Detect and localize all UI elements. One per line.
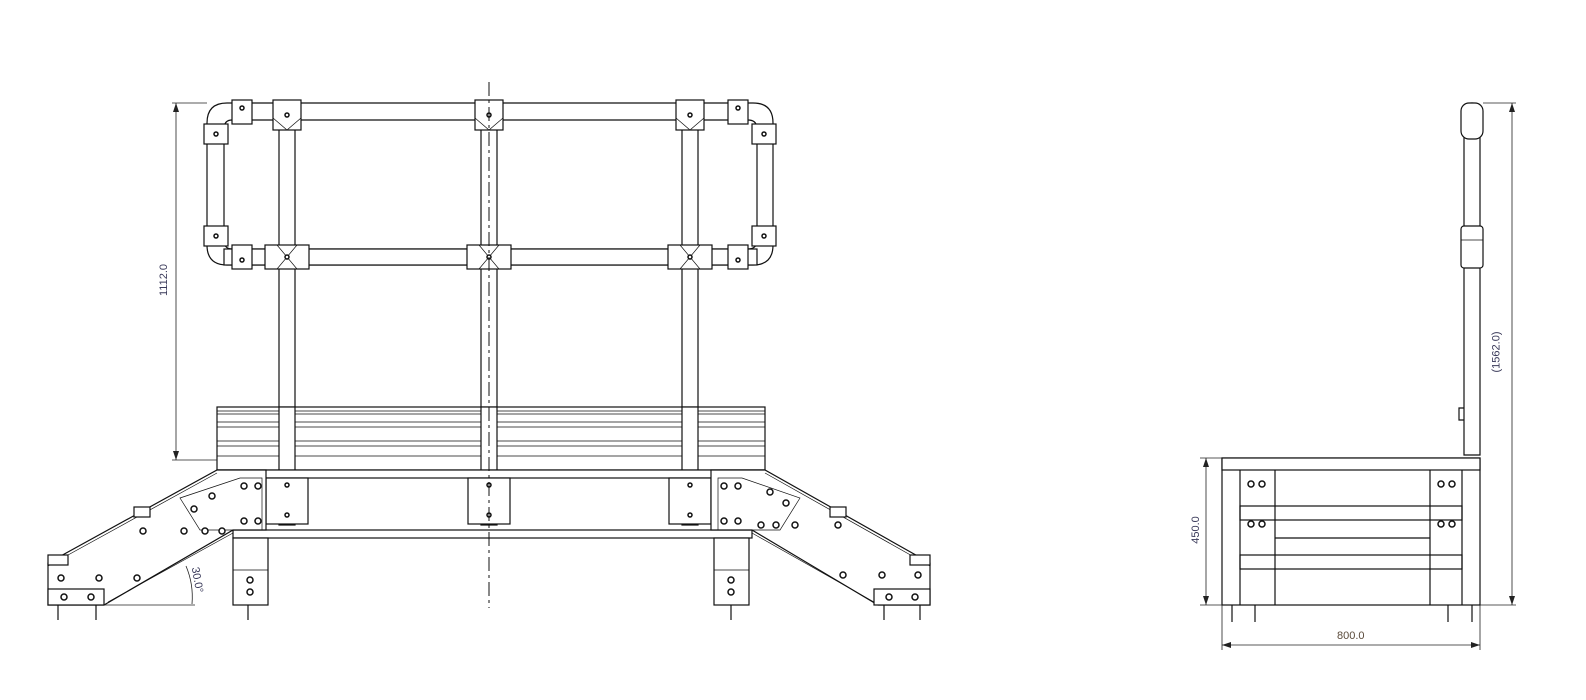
front-view: [47, 82, 931, 620]
kickboard: [216, 406, 766, 471]
side-post: [1463, 102, 1481, 456]
left-stair: [47, 469, 267, 620]
rail-fittings: [203, 99, 777, 270]
dimension-450: 450.0: [1189, 516, 1202, 544]
side-view: [1200, 102, 1516, 650]
right-stair: [710, 469, 931, 620]
bolts: [57, 105, 922, 601]
dimension-1562: (1562.0): [1490, 331, 1503, 373]
dimension-1112: 1112.0: [158, 263, 171, 297]
dimension-800: 800.0: [1337, 630, 1365, 642]
